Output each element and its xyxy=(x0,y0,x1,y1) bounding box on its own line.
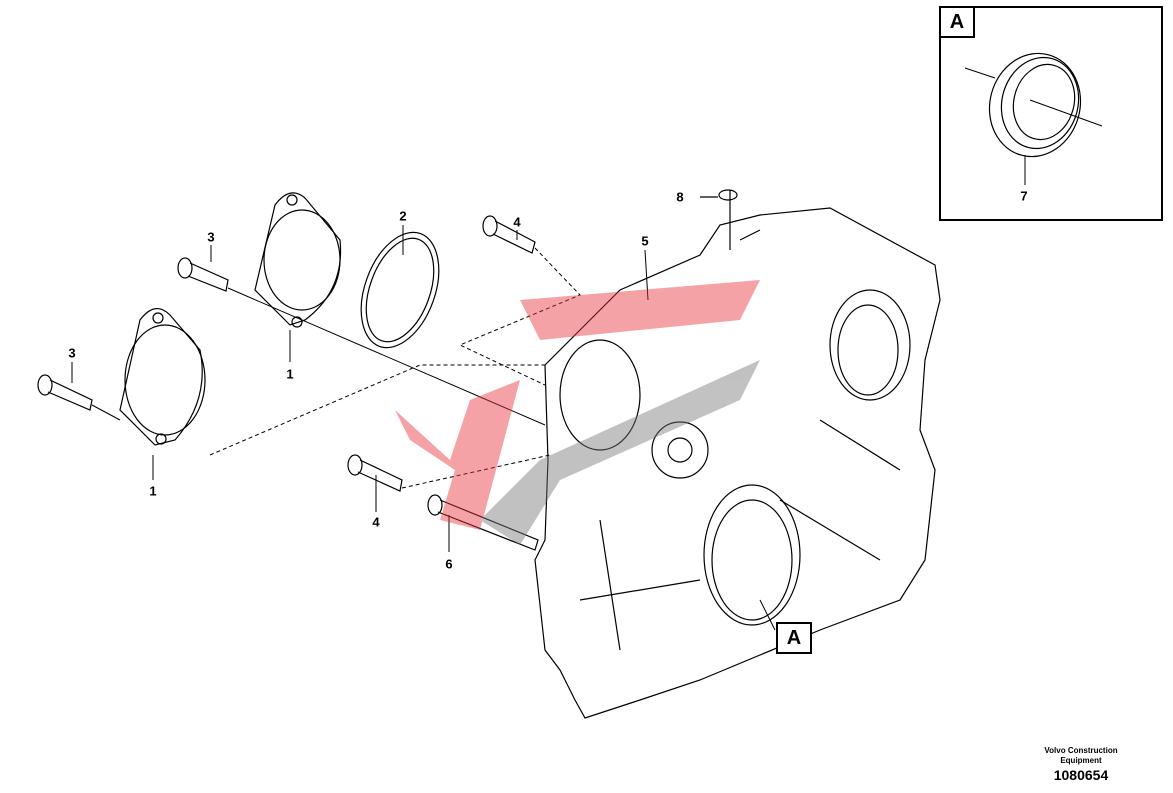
callout-8: 8 xyxy=(676,189,684,205)
cover-plate-upper xyxy=(254,192,342,328)
cover-plate-lower xyxy=(119,308,206,446)
callout-2: 2 xyxy=(399,208,407,224)
callout-7: 7 xyxy=(1020,188,1028,204)
timing-gear-housing xyxy=(534,190,941,719)
drawing-number: 1080654 xyxy=(1053,767,1109,783)
seal-part-7 xyxy=(988,52,1082,158)
assembly-lines xyxy=(71,67,1103,631)
bolt-part-3-upper xyxy=(177,257,229,292)
bolt-part-3-lower xyxy=(37,374,93,411)
callout-3: 3 xyxy=(207,229,215,245)
callout-6: 6 xyxy=(445,556,453,572)
callout-3: 3 xyxy=(68,345,76,361)
detail-ref-a: A xyxy=(776,622,812,654)
drawing-footer: Volvo Construction Equipment 1080654 xyxy=(1030,746,1132,784)
bolt-part-6 xyxy=(427,494,539,551)
callout-4: 4 xyxy=(513,214,521,230)
bolt-part-4-upper xyxy=(482,215,536,254)
company-name: Volvo Construction Equipment xyxy=(1044,746,1118,765)
detail-inset-a xyxy=(939,6,1163,221)
callout-1: 1 xyxy=(149,483,157,499)
plug-part-8 xyxy=(718,189,738,201)
o-ring-part-2 xyxy=(360,231,440,349)
detail-title-a: A xyxy=(939,6,975,38)
callout-4: 4 xyxy=(372,514,380,530)
bolt-part-4-lower xyxy=(347,454,403,492)
callout-1: 1 xyxy=(286,366,294,382)
watermark-logo xyxy=(395,280,760,545)
callout-5: 5 xyxy=(641,233,649,249)
